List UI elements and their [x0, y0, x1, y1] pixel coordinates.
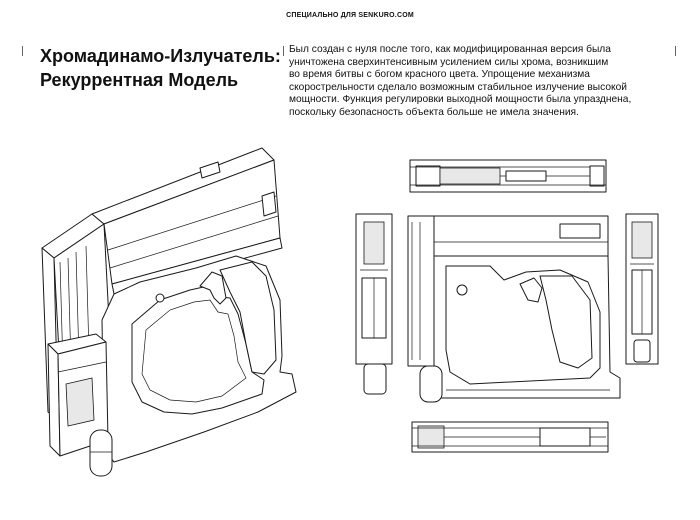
perspective-view — [41, 147, 297, 477]
title-line-1: Хромадинамо-Излучатель: — [40, 46, 281, 66]
description-line-5: мощности. Функция регулировки выходной м… — [289, 94, 632, 106]
description-line-3: во время битвы с богом красного цвета. У… — [289, 69, 590, 81]
page-title: Хромадинамо-Излучатель: Рекуррентная Мод… — [40, 44, 281, 92]
title-line-2: Рекуррентная Модель — [40, 70, 239, 90]
description-line-6: поскольку безопасность объекта больше не… — [289, 106, 579, 118]
frame-tick-middle — [283, 46, 284, 56]
frame-tick-left — [22, 46, 23, 56]
bottom-view — [411, 421, 609, 453]
front-view — [625, 213, 659, 365]
description: Был создан с нуля после того, как модифи… — [289, 44, 669, 120]
description-line-2: уничтожена сверхинтенсивным усилением си… — [289, 56, 609, 68]
rear-view — [355, 213, 393, 395]
top-view — [409, 159, 607, 193]
description-line-4: скорострельности сделало возможным стаби… — [289, 81, 627, 93]
frame-tick-right — [675, 46, 676, 56]
site-header: СПЕЦИАЛЬНО ДЛЯ SENKURO.COM — [286, 12, 414, 19]
side-view — [407, 215, 621, 403]
description-line-1: Был создан с нуля после того, как модифи… — [289, 44, 611, 55]
